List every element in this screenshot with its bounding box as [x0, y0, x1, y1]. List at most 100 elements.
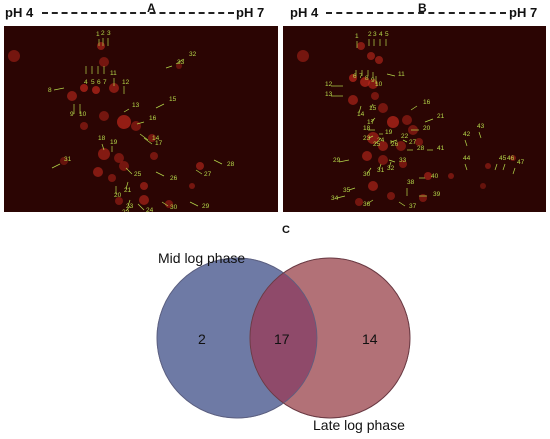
gel-spot — [60, 157, 68, 165]
spot-arrow — [161, 201, 169, 207]
spot-number-label: 40 — [431, 173, 439, 180]
gel-spot — [176, 63, 182, 69]
spot-arrow — [165, 65, 173, 69]
gel-spot — [424, 172, 432, 180]
spot-arrow — [143, 137, 153, 145]
spot-number-label: 8 — [365, 75, 369, 82]
spot-number-label: 16 — [423, 99, 431, 106]
gel-spot — [402, 115, 412, 125]
spot-number-label: 24 — [377, 137, 385, 144]
gel-spot — [378, 103, 388, 113]
spot-number-label: 3 — [107, 30, 111, 37]
spot-number-label: 33 — [177, 59, 185, 66]
spot-arrow — [424, 118, 434, 123]
spot-arrow — [398, 201, 406, 207]
spot-number-label: 15 — [369, 105, 377, 112]
gel-spot — [399, 160, 407, 168]
panel-a-ph-left: pH 4 — [5, 5, 34, 20]
spot-number-label: 3 — [373, 31, 377, 38]
spot-number-label: 25 — [134, 171, 142, 178]
gel-spot — [114, 153, 124, 163]
spot-arrow — [402, 139, 408, 143]
spot-number-label: 21 — [124, 187, 132, 194]
gel-spot — [115, 197, 123, 205]
spot-number-label: 5 — [385, 31, 389, 38]
gel-spot — [378, 141, 388, 151]
gel-spot — [448, 173, 454, 179]
spot-number-label: 22 — [122, 209, 130, 212]
spot-number-label: 21 — [437, 113, 445, 120]
spot-arrow — [348, 187, 356, 191]
panel-b-ph-right: pH 7 — [509, 5, 538, 20]
gel-spot — [349, 74, 357, 82]
spot-arrow — [370, 117, 376, 123]
spot-arrow — [125, 205, 131, 212]
panel-b-ph-dash-line — [326, 12, 506, 14]
gel-spot — [139, 195, 149, 205]
spot-number-label: 13 — [325, 91, 333, 98]
gel-a-svg: 1234567891011121314151617181920212223242… — [8, 30, 235, 212]
spot-arrow — [155, 171, 165, 177]
spot-arrow — [464, 139, 468, 147]
spot-number-label: 18 — [98, 135, 106, 142]
spot-number-label: 29 — [202, 203, 210, 210]
spot-number-label: 34 — [331, 195, 339, 202]
spot-arrow — [101, 143, 105, 151]
spot-number-label: 30 — [170, 204, 178, 211]
gel-spot — [360, 77, 370, 87]
spot-number-label: 44 — [463, 155, 471, 162]
spot-arrow — [195, 169, 203, 175]
gel-spot — [297, 50, 309, 62]
spot-number-label: 31 — [377, 167, 385, 174]
spot-number-label: 12 — [122, 79, 130, 86]
spot-number-label: 20 — [423, 125, 431, 132]
spot-arrow — [213, 159, 223, 165]
spot-number-label: 7 — [103, 79, 107, 86]
spot-arrow — [374, 141, 378, 145]
venn-count-late-only: 14 — [362, 331, 378, 347]
spot-number-label: 10 — [79, 111, 87, 118]
gel-spot — [371, 92, 379, 100]
spot-arrow — [336, 195, 346, 199]
spot-number-label: 46 — [507, 155, 515, 162]
gel-spot — [355, 198, 363, 206]
spot-arrow — [125, 167, 133, 175]
spot-arrow — [189, 201, 199, 207]
panel-a-ph-right: pH 7 — [236, 5, 265, 20]
spot-arrow — [155, 103, 165, 109]
spot-arrow — [366, 167, 372, 175]
venn-count-mid-only: 2 — [198, 331, 206, 347]
spot-arrow — [366, 199, 374, 205]
spot-number-label: 17 — [155, 140, 163, 147]
spot-number-label: 26 — [170, 175, 178, 182]
spot-number-label: 41 — [437, 145, 445, 152]
spot-arrow — [139, 133, 149, 141]
spot-arrow — [358, 105, 362, 114]
gel-spot — [357, 42, 365, 50]
spot-number-label: 30 — [363, 171, 371, 178]
spot-number-label: 4 — [84, 79, 88, 86]
spot-number-label: 28 — [417, 145, 425, 152]
gel-spot — [396, 141, 406, 151]
spot-number-label: 13 — [132, 102, 140, 109]
spot-number-label: 42 — [463, 131, 471, 138]
spot-number-label: 20 — [114, 192, 122, 199]
gel-spot — [387, 192, 395, 200]
spot-arrow — [410, 105, 418, 111]
gel-spot — [368, 181, 378, 191]
spot-number-label: 15 — [169, 96, 177, 103]
spot-number-label: 32 — [189, 51, 197, 58]
spot-number-label: 25 — [373, 141, 381, 148]
spot-arrow — [388, 161, 392, 169]
spot-number-label: 39 — [433, 191, 441, 198]
spot-number-label: 12 — [325, 81, 333, 88]
spot-number-label: 33 — [399, 157, 407, 164]
spot-number-label: 37 — [409, 203, 417, 210]
spot-number-label: 47 — [517, 159, 525, 166]
spot-number-label: 19 — [385, 129, 393, 136]
gel-spot — [148, 134, 156, 142]
gel-spot — [368, 79, 378, 89]
gel-spot — [108, 174, 116, 182]
spot-number-label: 1 — [355, 33, 359, 40]
venn-count-overlap: 17 — [274, 331, 290, 347]
